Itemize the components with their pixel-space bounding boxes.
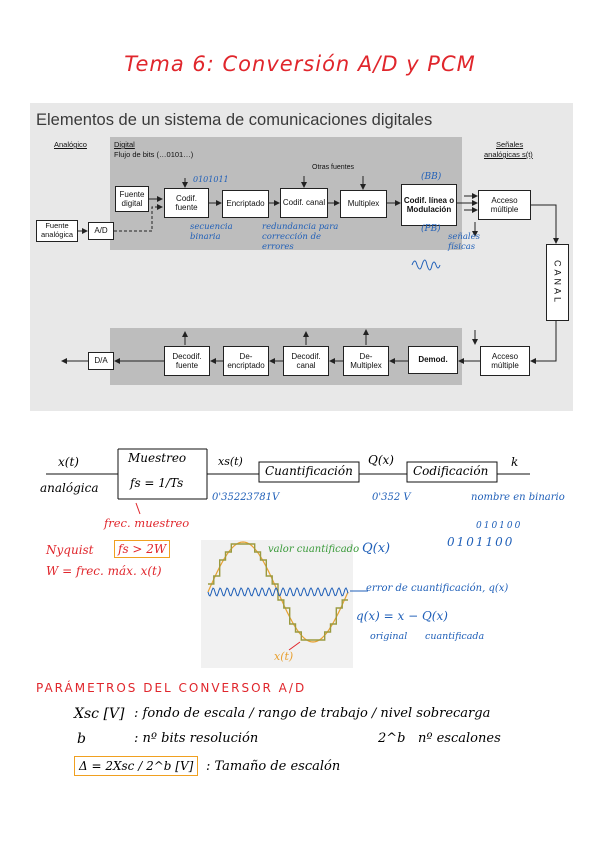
- params-heading: Parámetros del conversor A/D: [36, 681, 307, 695]
- plot-original: original: [370, 631, 408, 642]
- params-levels: 2^b: [378, 731, 406, 746]
- label-digital: Digital: [114, 140, 135, 149]
- annotation-redundancia: redundancia para corrección de errores: [262, 222, 339, 253]
- block-codif-linea: Codif. línea o Modulación: [401, 184, 457, 226]
- block-acceso-multiple-tx: Acceso múltiple: [478, 190, 531, 220]
- pcm-frec-muestreo: frec. muestreo: [104, 516, 190, 530]
- quantization-plot-bg: [201, 540, 353, 668]
- plot-xt: x(t): [274, 650, 294, 663]
- label-other-sources: Otras fuentes: [312, 164, 355, 171]
- pcm-codificacion: Codificación: [413, 464, 489, 478]
- plot-valor-cuantificado: valor cuantificado: [268, 544, 360, 555]
- label-analog: Analógico: [54, 140, 87, 149]
- pcm-nyquist-cond: fs > 2W: [114, 540, 171, 558]
- pcm-analogica: analógica: [40, 481, 99, 495]
- block-desencriptado: De-encriptado: [223, 346, 269, 376]
- slide-title: Elementos de un sistema de comunicacione…: [36, 111, 433, 129]
- pcm-binary-small: 010100: [476, 521, 523, 531]
- annotation-pb: (PB): [421, 224, 441, 234]
- annotation-bits: 0101011: [193, 175, 229, 184]
- params-delta-formula: Δ = 2Xsc / 2^b [V]: [74, 756, 199, 776]
- digital-region-side: [110, 250, 462, 328]
- label-bitstream: Flujo de bits (…0101…): [114, 150, 194, 159]
- pcm-fs-formula: fs = 1/Ts: [130, 476, 184, 490]
- pcm-w-def: W = frec. máx. x(t): [46, 564, 162, 578]
- block-fuente-analogica: Fuente analógica: [36, 220, 78, 242]
- annotation-bb: (BB): [421, 172, 442, 182]
- annotation-senales-fisicas: señales físicas: [448, 232, 481, 253]
- quantization-error-wave: [207, 587, 349, 597]
- label-signals-2: analógicas s(t): [484, 150, 533, 159]
- block-da: D/A: [88, 352, 114, 370]
- pcm-cuantificacion: Cuantificación: [265, 464, 353, 478]
- pcm-xt: x(t): [58, 455, 79, 469]
- pcm-muestreo: Muestreo: [128, 451, 187, 465]
- block-decodif-fuente: Decodif. fuente: [164, 346, 210, 376]
- label-signals: Señales: [496, 140, 524, 149]
- params-b-desc: : nº bits resolución: [134, 731, 259, 746]
- block-acceso-multiple-rx: Acceso múltiple: [480, 346, 530, 376]
- pcm-value-quantized: 0'352 V: [372, 492, 411, 503]
- plot-qx: Q(x): [362, 541, 391, 556]
- block-decodif-canal: Decodif. canal: [283, 346, 329, 376]
- plot-error: error de cuantificación, q(x): [366, 583, 509, 594]
- pcm-nyquist: Nyquist: [46, 543, 94, 557]
- block-multiplex: Multiplex: [340, 190, 387, 218]
- block-demultiplex: De-Multiplex: [343, 346, 389, 376]
- params-xsc: Xsc [V]: [74, 706, 125, 722]
- block-fuente-digital: Fuente digital: [115, 186, 149, 212]
- block-canal: CANAL: [546, 244, 569, 321]
- plot-cuantificada: cuantificada: [425, 631, 485, 642]
- pcm-xst: xs(t): [218, 455, 243, 468]
- annotation-secuencia: secuencia binaria: [190, 222, 233, 243]
- block-codif-fuente: Codif. fuente: [164, 188, 209, 218]
- block-demod: Demod.: [408, 346, 458, 374]
- plot-error-formula: q(x) = x − Q(x): [356, 609, 448, 623]
- pcm-binary-big: 0101100: [447, 535, 515, 549]
- pcm-value-binary: nombre en binario: [471, 492, 565, 503]
- block-ad: A/D: [88, 222, 114, 240]
- params-xsc-desc: : fondo de escala / rango de trabajo / n…: [134, 706, 491, 721]
- params-delta-desc: : Tamaño de escalón: [206, 759, 341, 774]
- params-b: b: [77, 731, 86, 747]
- block-encriptado: Encriptado: [222, 190, 269, 218]
- page-title: Tema 6: Conversión A/D y PCM: [124, 52, 476, 76]
- pcm-qx: Q(x): [368, 453, 394, 467]
- pcm-k: k: [511, 455, 519, 469]
- block-codif-canal: Codif. canal: [280, 188, 328, 218]
- pcm-value-sampled: 0'35223781V: [212, 492, 280, 503]
- params-levels-desc: nº escalones: [418, 731, 501, 746]
